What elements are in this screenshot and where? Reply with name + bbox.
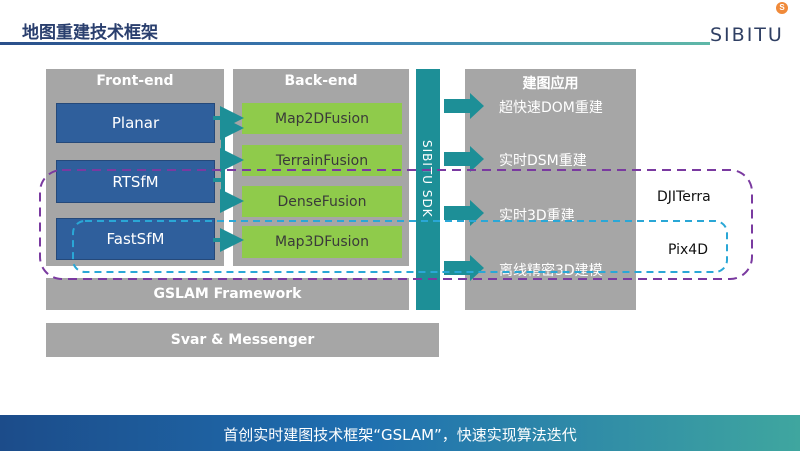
front-end-planar: Planar — [56, 103, 215, 143]
sdk-bar — [416, 69, 440, 310]
front-end-rtsfm: RTSfM — [56, 160, 215, 203]
frontend-to-backend-arrows — [213, 106, 244, 252]
app-dsm: 实时DSM重建 — [499, 153, 587, 169]
back-end-densefusion: DenseFusion — [242, 186, 402, 217]
brand-logo: SIBITU — [710, 24, 784, 46]
back-end-map2dfusion: Map2DFusion — [242, 103, 402, 134]
apps-header: 建图应用 — [522, 76, 579, 92]
pix4d-outline — [72, 220, 728, 273]
back-end-header: Back-end — [284, 73, 358, 89]
pix4d-label: Pix4D — [668, 242, 708, 258]
app-arrows — [444, 93, 484, 281]
djiterra-label: DJITerra — [657, 189, 711, 205]
front-end-header: Front-end — [96, 73, 174, 89]
page-title: 地图重建技术框架 — [22, 23, 158, 43]
logo-badge-icon: S — [776, 2, 788, 14]
svar-messenger-bar: Svar & Messenger — [46, 323, 439, 357]
gslam-framework-bar: GSLAM Framework — [46, 278, 409, 310]
apps-panel — [465, 69, 636, 310]
front-end-fastsfm: FastSfM — [56, 218, 215, 260]
back-end-map3dfusion: Map3DFusion — [242, 226, 402, 258]
app-dom: 超快速DOM重建 — [499, 100, 603, 116]
djiterra-outline — [39, 169, 753, 280]
title-underline — [0, 42, 710, 45]
banner-text: 首创实时建图技术框架“GSLAM”，快速实现算法迭代 — [223, 426, 577, 444]
sdk-label: SIBITU SDK — [420, 140, 434, 218]
bottom-banner — [0, 415, 800, 451]
